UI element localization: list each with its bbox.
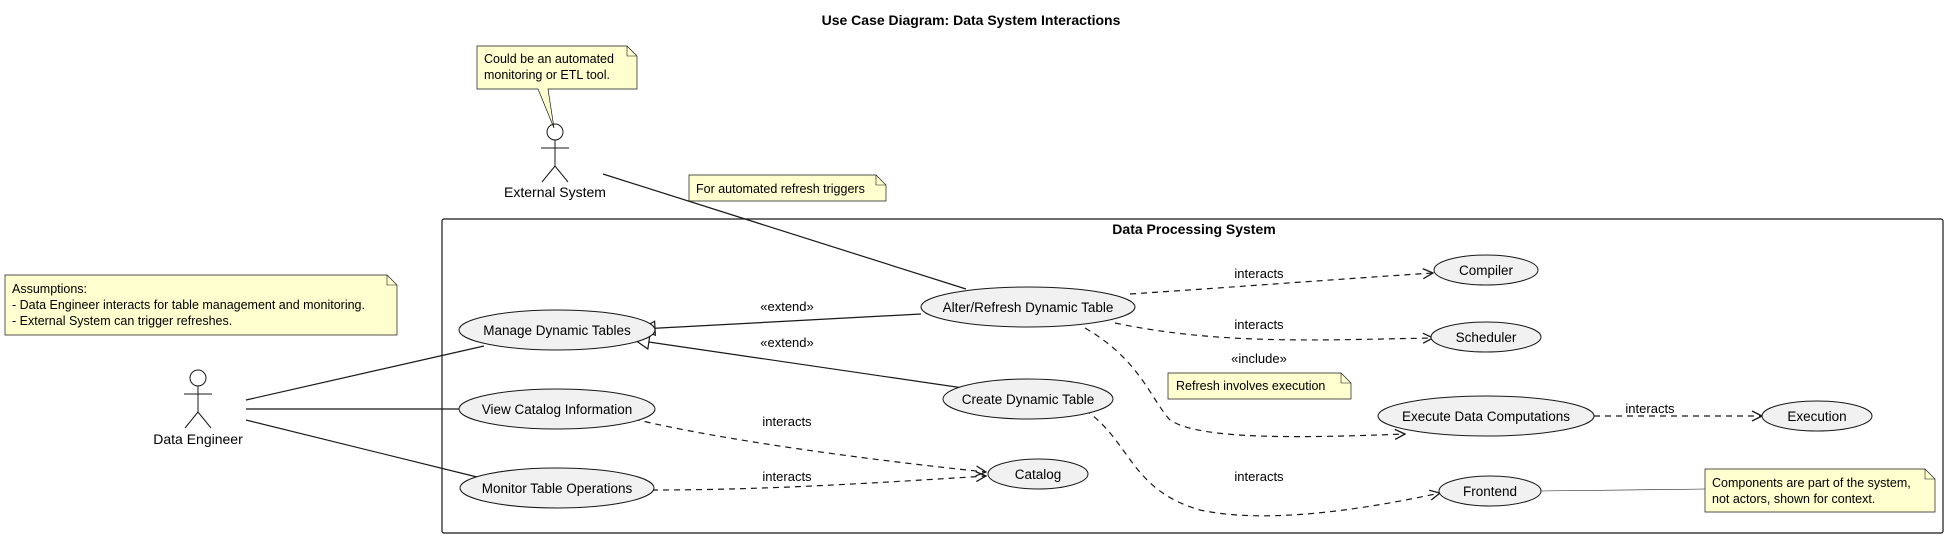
svg-text:Components are part of the sys: Components are part of the system, bbox=[1712, 476, 1911, 490]
usecase-create-dynamic-table[interactable]: Create Dynamic Table bbox=[942, 378, 1114, 420]
stick-figure-icon bbox=[184, 369, 212, 429]
label-interacts-monitor: interacts bbox=[762, 469, 812, 484]
svg-text:Frontend: Frontend bbox=[1463, 484, 1517, 499]
svg-text:Assumptions:: Assumptions: bbox=[12, 282, 87, 296]
rel-catalog-info bbox=[633, 418, 986, 472]
assoc-engineer-manage bbox=[245, 345, 485, 401]
svg-text:monitoring or ETL tool.: monitoring or ETL tool. bbox=[484, 68, 610, 82]
note-external-system: Could be an automated monitoring or ETL … bbox=[476, 45, 638, 129]
svg-text:Refresh involves execution: Refresh involves execution bbox=[1176, 379, 1325, 393]
usecase-execution[interactable]: Execution bbox=[1761, 400, 1873, 432]
label-interacts-compiler: interacts bbox=[1234, 266, 1284, 281]
svg-text:For automated refresh triggers: For automated refresh triggers bbox=[696, 182, 865, 196]
rel-alter-compiler bbox=[1129, 273, 1433, 295]
usecase-scheduler[interactable]: Scheduler bbox=[1430, 321, 1542, 353]
svg-text:External System: External System bbox=[504, 184, 606, 200]
actor-external-system[interactable]: External System bbox=[504, 123, 606, 200]
stick-figure-icon bbox=[541, 123, 569, 183]
extend-create-manage bbox=[635, 340, 971, 390]
svg-text:- External System can trigger: - External System can trigger refreshes. bbox=[12, 314, 232, 328]
note-assumptions: Assumptions: - Data Engineer interacts f… bbox=[4, 274, 398, 336]
label-include: «include» bbox=[1231, 351, 1287, 366]
system-title: Data Processing System bbox=[1112, 221, 1275, 237]
diagram-title: Use Case Diagram: Data System Interactio… bbox=[822, 12, 1121, 28]
note-refresh-triggers: For automated refresh triggers bbox=[688, 174, 887, 202]
label-extend-2: «extend» bbox=[760, 335, 814, 350]
svg-text:Could be an automated: Could be an automated bbox=[484, 52, 614, 66]
usecase-compiler[interactable]: Compiler bbox=[1433, 254, 1539, 286]
svg-text:Manage Dynamic Tables: Manage Dynamic Tables bbox=[483, 323, 631, 338]
svg-text:not actors, shown for context.: not actors, shown for context. bbox=[1712, 492, 1875, 506]
label-extend-1: «extend» bbox=[760, 299, 814, 314]
label-interacts-frontend: interacts bbox=[1234, 469, 1284, 484]
usecase-manage-dynamic-tables[interactable]: Manage Dynamic Tables bbox=[458, 309, 656, 351]
assoc-engineer-monitor bbox=[245, 419, 478, 478]
svg-text:Monitor Table Operations: Monitor Table Operations bbox=[482, 481, 633, 496]
svg-text:Catalog: Catalog bbox=[1015, 467, 1062, 482]
rel-create-frontend bbox=[1084, 409, 1440, 517]
usecase-monitor-table-operations[interactable]: Monitor Table Operations bbox=[459, 467, 655, 509]
usecase-alter-refresh-dynamic-table[interactable]: Alter/Refresh Dynamic Table bbox=[920, 286, 1136, 328]
rel-alter-execute bbox=[1084, 327, 1405, 437]
actor-data-engineer[interactable]: Data Engineer bbox=[153, 369, 243, 447]
assoc-external-alter bbox=[602, 173, 967, 290]
label-interacts-catalog-info: interacts bbox=[762, 414, 812, 429]
label-interacts-scheduler: interacts bbox=[1234, 317, 1284, 332]
svg-text:Execute Data Computations: Execute Data Computations bbox=[1402, 409, 1570, 424]
usecase-execute-data-computations[interactable]: Execute Data Computations bbox=[1377, 395, 1595, 437]
svg-text:- Data Engineer interacts for: - Data Engineer interacts for table mana… bbox=[12, 298, 365, 312]
note-refresh-execution: Refresh involves execution bbox=[1167, 372, 1352, 400]
note-components: Components are part of the system, not a… bbox=[1539, 468, 1936, 513]
svg-text:Alter/Refresh Dynamic Table: Alter/Refresh Dynamic Table bbox=[943, 300, 1114, 315]
rel-alter-scheduler bbox=[1114, 322, 1433, 340]
svg-text:Create Dynamic Table: Create Dynamic Table bbox=[962, 392, 1095, 407]
svg-text:Compiler: Compiler bbox=[1459, 263, 1514, 278]
svg-text:Scheduler: Scheduler bbox=[1456, 330, 1517, 345]
svg-text:Data Engineer: Data Engineer bbox=[153, 431, 243, 447]
extend-alter-manage bbox=[641, 313, 922, 329]
usecase-catalog[interactable]: Catalog bbox=[987, 458, 1089, 490]
label-interacts-execution: interacts bbox=[1625, 401, 1675, 416]
svg-text:Execution: Execution bbox=[1787, 409, 1846, 424]
svg-text:View Catalog Information: View Catalog Information bbox=[482, 402, 633, 417]
usecase-view-catalog-information[interactable]: View Catalog Information bbox=[458, 388, 656, 430]
usecase-frontend[interactable]: Frontend bbox=[1438, 475, 1542, 507]
